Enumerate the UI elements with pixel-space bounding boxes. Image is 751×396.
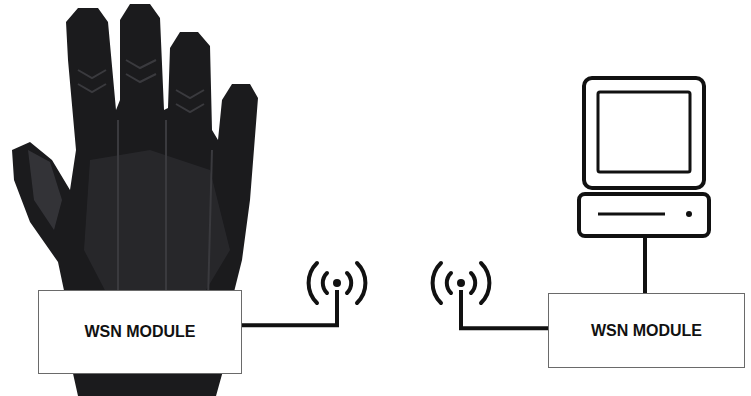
computer-illustration: [579, 78, 709, 294]
module-label: WSN MODULE: [84, 323, 195, 341]
module-box: WSN MODULE: [548, 293, 745, 368]
wireless-link: [242, 290, 548, 328]
glove-illustration: [12, 4, 258, 396]
module-box: WSN MODULE: [38, 290, 242, 374]
module-label: WSN MODULE: [591, 322, 702, 340]
